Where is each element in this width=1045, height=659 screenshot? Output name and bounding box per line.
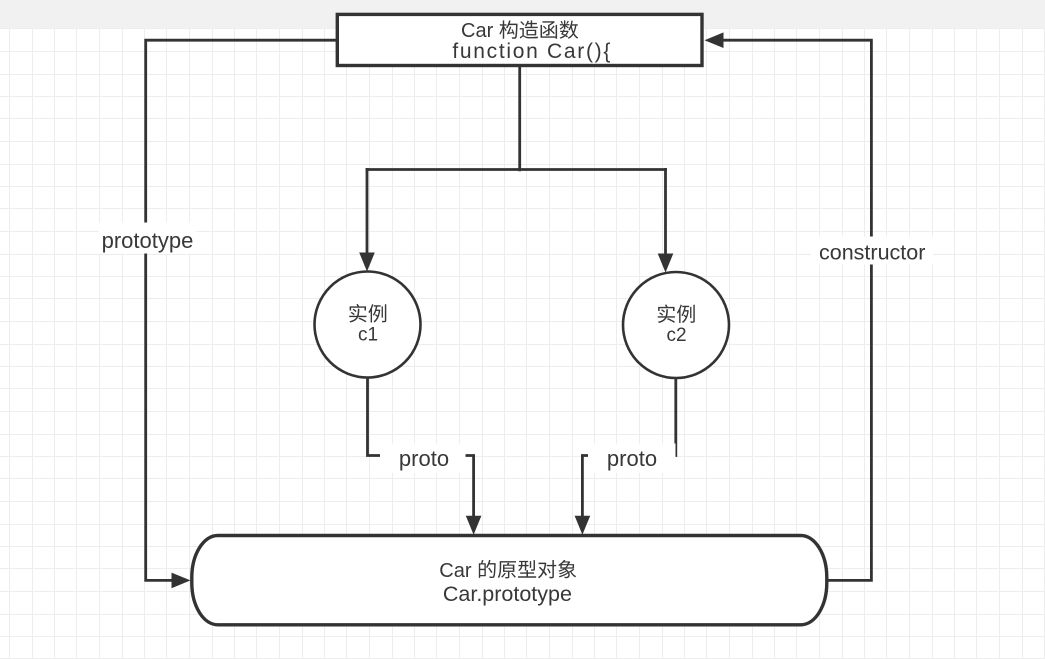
svg-text:Car: Car xyxy=(461,20,494,42)
svg-text:constructor: constructor xyxy=(819,241,925,265)
svg-text:proto: proto xyxy=(399,446,449,471)
svg-text:proto: proto xyxy=(607,446,657,471)
svg-text:c2: c2 xyxy=(666,325,686,346)
svg-text:Car.prototype: Car.prototype xyxy=(443,582,572,606)
svg-text:prototype: prototype xyxy=(102,228,194,253)
svg-text:Car: Car xyxy=(439,560,472,582)
svg-text:function Car(){: function Car(){ xyxy=(452,40,612,63)
svg-text:c1: c1 xyxy=(358,325,378,346)
